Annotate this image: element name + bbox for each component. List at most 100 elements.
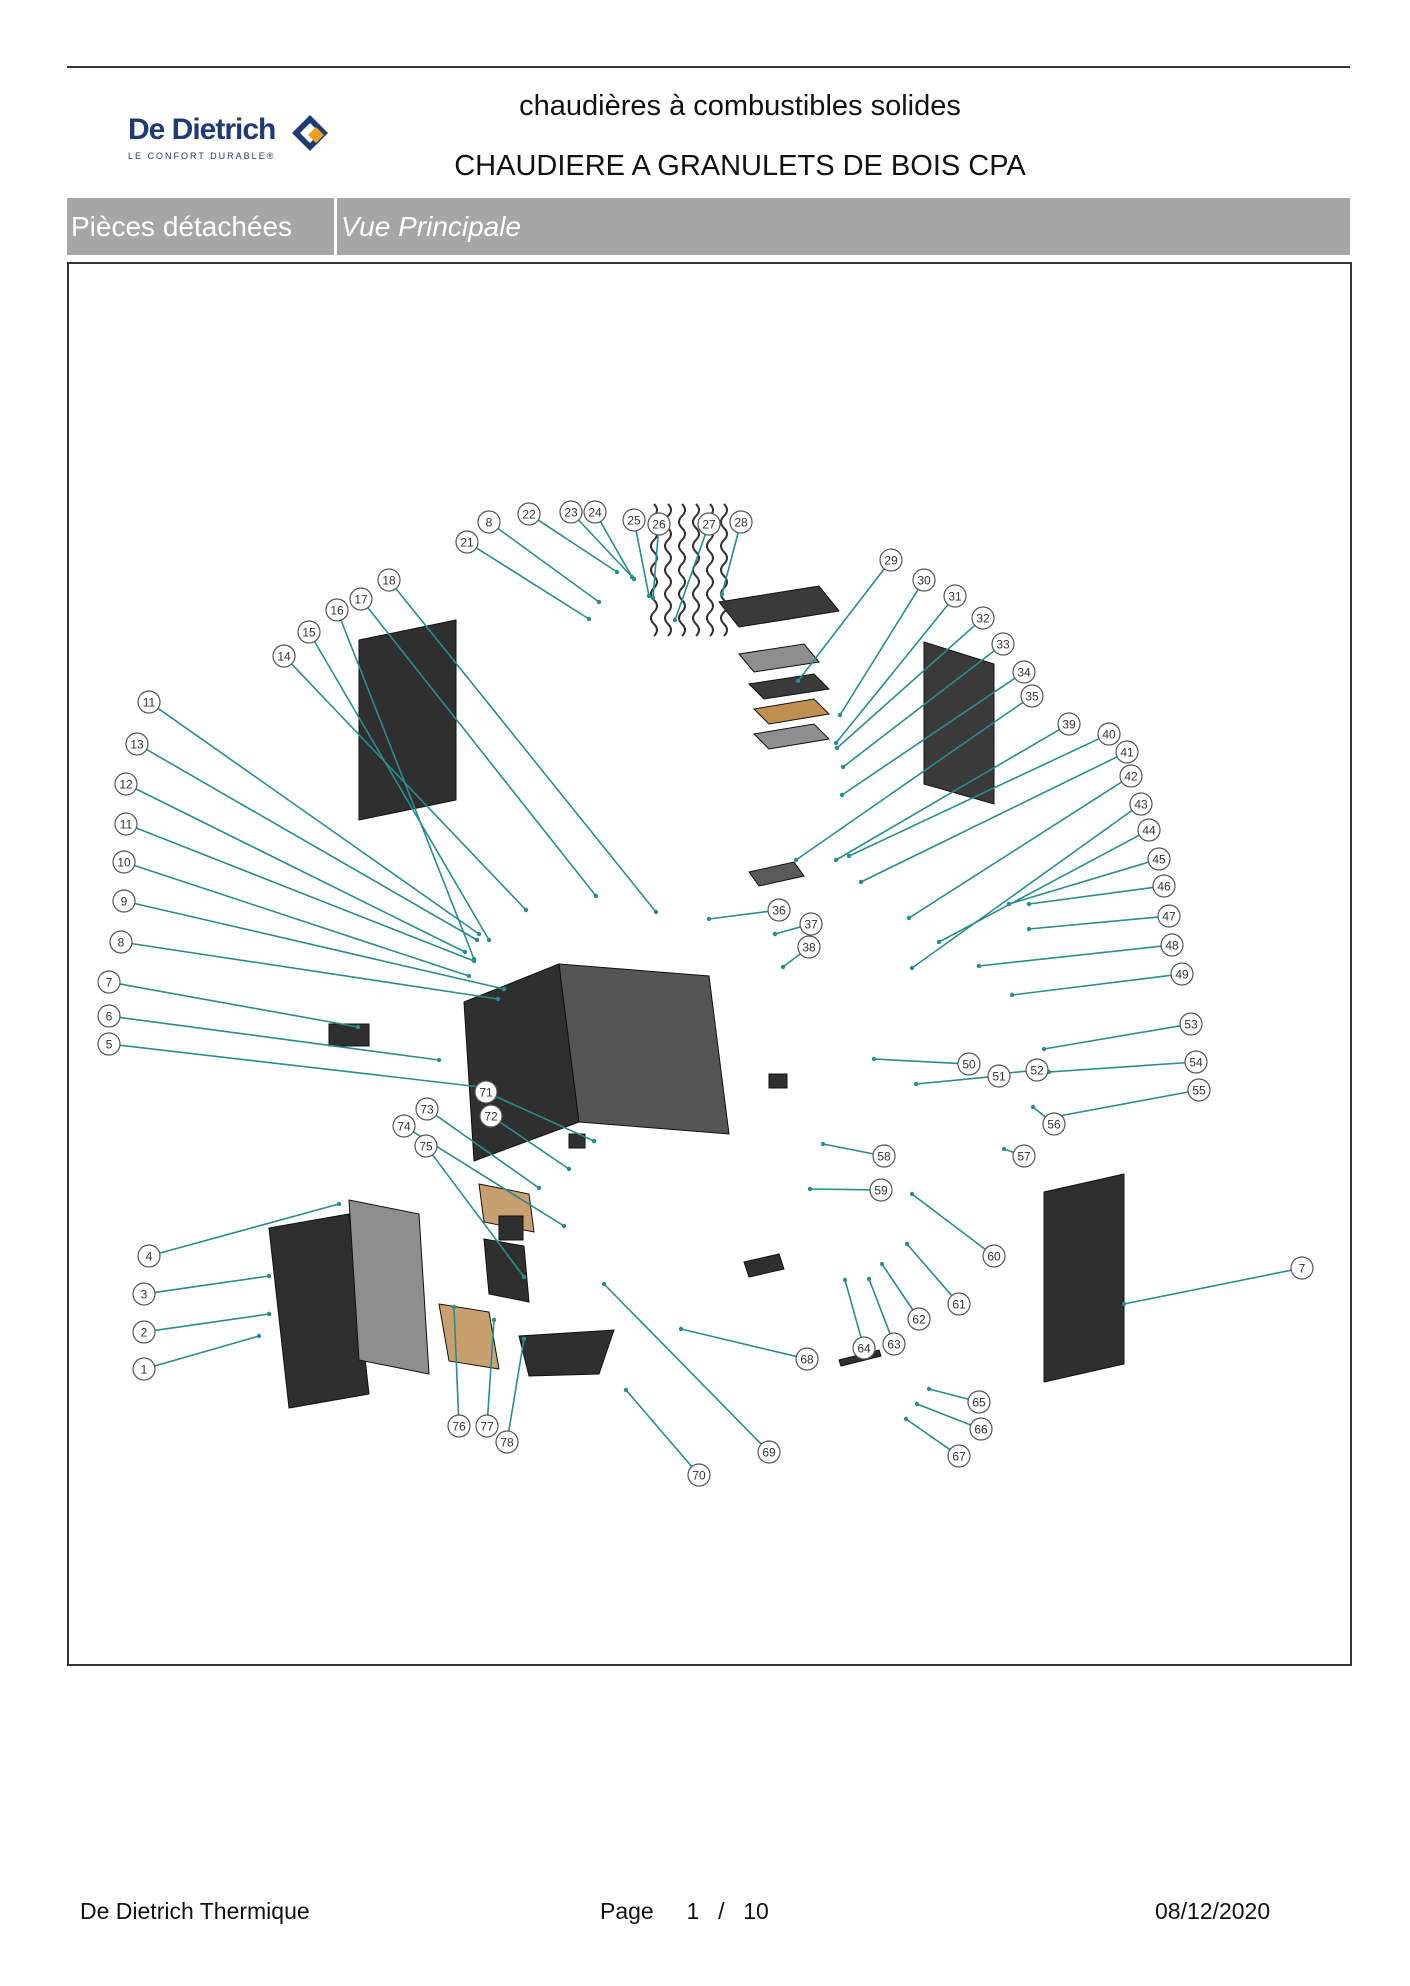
leader-dot xyxy=(495,996,501,1002)
leader-line xyxy=(159,1203,340,1254)
brand-name: De Dietrich xyxy=(128,113,276,146)
view-label: Vue Principale xyxy=(341,211,522,242)
callout-number: 44 xyxy=(1142,824,1156,838)
leader-line xyxy=(809,1188,871,1191)
insulation-board xyxy=(747,673,831,700)
leader-line xyxy=(868,1278,891,1335)
callout-circle xyxy=(583,500,607,524)
callout-number: 54 xyxy=(1189,1056,1203,1070)
leader-dot xyxy=(780,964,786,970)
leader-dot xyxy=(840,764,846,770)
callout-circle xyxy=(987,1064,1011,1088)
callout-circle xyxy=(852,1336,876,1360)
leader-line xyxy=(841,677,1016,796)
callout-number: 8 xyxy=(486,516,493,530)
callout-number: 40 xyxy=(1102,728,1116,742)
leader-dot xyxy=(336,1201,342,1207)
callout-number: 49 xyxy=(1175,968,1189,982)
turbulator-spring xyxy=(678,503,686,637)
callout-number: 58 xyxy=(877,1150,891,1164)
callout-circle xyxy=(1170,962,1194,986)
leader-line xyxy=(119,1016,440,1061)
callout-number: 68 xyxy=(800,1353,814,1367)
leader-line xyxy=(157,707,480,935)
fitting xyxy=(768,1073,788,1089)
leader-dot xyxy=(486,937,492,943)
callout-circle xyxy=(455,530,479,554)
leader-line xyxy=(915,1076,989,1085)
callout-circle xyxy=(872,1144,896,1168)
leader-line xyxy=(774,926,801,935)
leader-line xyxy=(135,827,475,962)
leader-dot xyxy=(807,1186,813,1192)
leader-dot xyxy=(561,1223,567,1229)
callout-number: 2 xyxy=(141,1326,148,1340)
insulation-board-tan xyxy=(752,698,831,725)
leader-dot xyxy=(466,973,472,979)
callout-circle xyxy=(132,1320,156,1344)
callout-number: 32 xyxy=(976,612,990,626)
callout-circle xyxy=(132,1282,156,1306)
leader-line xyxy=(848,737,1100,857)
leader-line xyxy=(119,1044,490,1089)
leader-dot xyxy=(586,616,592,622)
callout-circle xyxy=(272,644,296,668)
leader-line xyxy=(1028,916,1159,930)
callout-number: 37 xyxy=(804,918,818,932)
sensor-bracket xyxy=(328,1023,370,1047)
leader-dot xyxy=(471,956,477,962)
callout-number: 64 xyxy=(857,1342,871,1356)
leader-dot xyxy=(719,591,725,597)
callout-number: 59 xyxy=(874,1184,888,1198)
callout-number: 71 xyxy=(479,1086,493,1100)
leader-line xyxy=(797,568,885,682)
leader-dot xyxy=(879,1261,885,1267)
callout-circle xyxy=(1179,1012,1203,1036)
leader-dot xyxy=(623,1387,629,1393)
leader-dot xyxy=(266,1273,272,1279)
leader-line xyxy=(291,663,527,911)
top-rule xyxy=(67,66,1350,68)
leader-dot xyxy=(523,907,529,913)
leader-line xyxy=(680,1328,797,1358)
callout-number: 50 xyxy=(962,1058,976,1072)
callout-circle xyxy=(991,632,1015,656)
leader-line xyxy=(928,1388,969,1401)
callout-circle xyxy=(1012,660,1036,684)
leader-line xyxy=(603,1283,762,1445)
callout-circle xyxy=(797,935,821,959)
callout-circle xyxy=(967,1390,991,1414)
callout-number: 70 xyxy=(692,1469,706,1483)
callout-circle xyxy=(1152,874,1176,898)
leader-dot xyxy=(904,1241,910,1247)
callout-circle xyxy=(1290,1256,1314,1280)
callout-circle xyxy=(349,587,373,611)
leader-dot xyxy=(491,1317,497,1323)
leader-dot xyxy=(903,1416,909,1422)
leader-dot xyxy=(521,1336,527,1342)
leader-dot xyxy=(1009,992,1015,998)
callout-number: 1 xyxy=(141,1363,148,1377)
leader-dot xyxy=(474,937,480,943)
leader-dot xyxy=(909,965,915,971)
leader-line xyxy=(906,1243,953,1297)
leader-dot xyxy=(842,1277,848,1283)
section-bar: Pièces détachées Vue Principale xyxy=(67,198,1350,255)
leader-line xyxy=(795,701,1024,861)
leader-line xyxy=(1032,1106,1046,1118)
callout-circle xyxy=(869,1178,893,1202)
leader-line xyxy=(836,624,976,749)
header-product: CHAUDIERE A GRANULETS DE BOIS CPA xyxy=(454,150,1026,182)
callout-number: 57 xyxy=(1017,1150,1031,1164)
callout-number: 33 xyxy=(996,638,1010,652)
leader-dot xyxy=(646,593,652,599)
leader-line xyxy=(313,641,490,941)
leader-line xyxy=(497,527,600,603)
callout-circle xyxy=(971,606,995,630)
callout-circle xyxy=(729,510,753,534)
callout-number: 18 xyxy=(382,574,396,588)
leader-line xyxy=(782,953,801,968)
callout-circle xyxy=(415,1097,439,1121)
